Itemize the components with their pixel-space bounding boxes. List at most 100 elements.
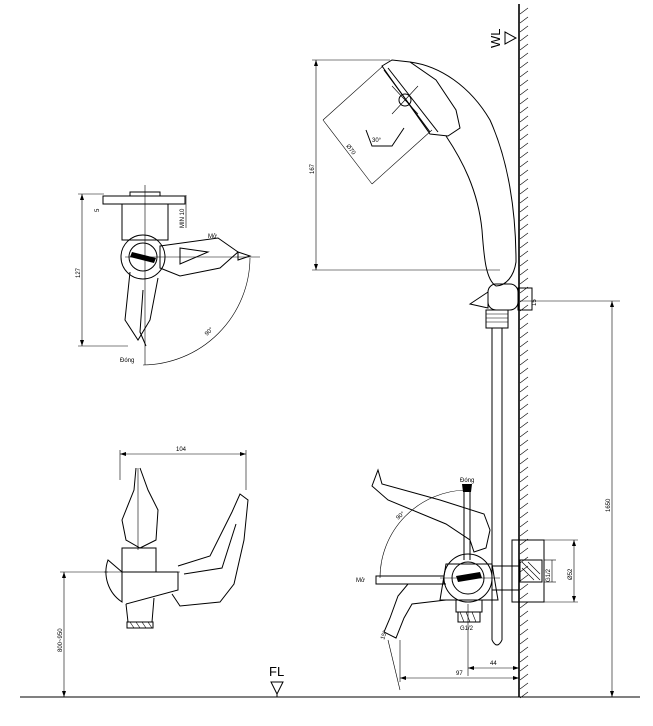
wall-hatch-line <box>519 439 529 447</box>
inlet-thread-label: G1/2 <box>546 568 552 582</box>
wall-hatch-line <box>519 277 529 285</box>
wall-hatch-line <box>519 241 529 249</box>
wall-hatch-line <box>519 214 529 222</box>
wall-hatch-line <box>519 367 529 375</box>
wall-hatch-line <box>519 412 529 420</box>
wall-hatch-line <box>519 529 529 537</box>
wall-hatch-line <box>519 376 529 384</box>
hand-shower-length-label: 167 <box>310 163 316 174</box>
wall-hatch-line <box>519 70 529 78</box>
wall-hatch-line <box>519 511 529 519</box>
wall-hatch-line <box>519 592 529 600</box>
holder-size-label: 15 <box>532 299 538 306</box>
wall-level-label: WL <box>488 29 503 49</box>
wall-hatch-line <box>519 448 529 456</box>
wall-hatch-line <box>519 268 529 276</box>
mount-height-dimension: 1650 <box>520 300 620 697</box>
front-view-closed-label: Đóng <box>460 478 474 484</box>
wall-offset-44-label: 44 <box>490 661 497 667</box>
wall-hatch-line <box>519 664 529 672</box>
wall-hatch-line <box>519 169 529 177</box>
wall-hatch-line <box>519 16 529 24</box>
flange-diameter-label: Ø52 <box>568 568 574 580</box>
wall-hatch-line <box>519 646 529 654</box>
wall-hatch-line <box>519 403 529 411</box>
floor-level-marker: FL <box>269 664 284 697</box>
wall-hatch-line <box>519 61 529 69</box>
wall-hatch-line <box>519 124 529 132</box>
wall-hatch-line <box>519 673 529 681</box>
wall-hatch-line <box>519 610 529 618</box>
wall-hatch-line <box>519 637 529 645</box>
wall-offset-97-label: 97 <box>456 671 463 677</box>
floor-level-label: FL <box>269 664 284 679</box>
wall-hatch-line <box>519 88 529 96</box>
top-view-open-label: Mở <box>208 233 217 240</box>
wall-hatch-line <box>519 322 529 330</box>
wall-hatch-line <box>519 43 529 51</box>
wall-hatch-line <box>519 601 529 609</box>
wall-hatch-line <box>519 187 529 195</box>
wall-hatch-line <box>519 259 529 267</box>
wall-hatch-line <box>519 97 529 105</box>
wall-hatch-line <box>519 385 529 393</box>
hand-shower-angle-label: 30° <box>372 138 382 144</box>
wall-hatch <box>519 7 529 699</box>
top-view-height-label: 127 <box>76 267 82 278</box>
wall-hatch-line <box>519 484 529 492</box>
wall-hatch-line <box>519 232 529 240</box>
spout-angle-label: 15° <box>380 630 389 641</box>
top-view-angle-label: 90° <box>204 326 215 337</box>
wall-hatch-line <box>519 520 529 528</box>
wall-hatch-line <box>519 7 529 15</box>
wall-hatch-line <box>519 457 529 465</box>
wall-hatch-line <box>519 421 529 429</box>
front-view-angle-label: 90° <box>395 511 406 522</box>
mount-height-label: 1650 <box>606 498 612 512</box>
wall-hatch-line <box>519 430 529 438</box>
wall-hatch-line <box>519 502 529 510</box>
wall-hatch-line <box>519 142 529 150</box>
wall-hatch-line <box>519 196 529 204</box>
wall-hatch-line <box>519 250 529 258</box>
wall-hatch-line <box>519 349 529 357</box>
top-view-closed-label: Đóng <box>120 358 134 364</box>
wall-hatch-line <box>519 358 529 366</box>
wall-hatch-line <box>519 223 529 231</box>
wall-hatch-line <box>519 619 529 627</box>
inlet-thread-lower-label: G1/2 <box>460 626 474 632</box>
wall-hatch-line <box>519 151 529 159</box>
top-view-min-label: MIN 10 <box>180 208 186 228</box>
wall-hatch-line <box>519 475 529 483</box>
front-view: Đóng 90° Mở 15° G1/2 <box>356 468 578 691</box>
wall <box>518 4 529 699</box>
wall-hatch-line <box>519 493 529 501</box>
wall-hatch-line <box>519 34 529 42</box>
wall-hatch-line <box>519 133 529 141</box>
front-view-open-label: Mở <box>356 577 365 584</box>
wall-hatch-line <box>519 205 529 213</box>
wall-hatch-line <box>519 313 529 321</box>
wall-hatch-line <box>519 547 529 555</box>
top-view-thickness-label: 5 <box>95 208 101 212</box>
wall-hatch-line <box>519 574 529 582</box>
wall-hatch-line <box>519 340 529 348</box>
wall-hatch-line <box>519 115 529 123</box>
top-view: 90° Mở Đóng 127 MIN 10 5 <box>76 185 260 366</box>
wall-hatch-line <box>519 331 529 339</box>
wall-level-marker: WL <box>488 29 518 49</box>
hand-shower: 167 Ø70 30° 15 <box>310 59 538 646</box>
wall-hatch-line <box>519 160 529 168</box>
wall-hatch-line <box>519 394 529 402</box>
wall-hatch-line <box>519 25 529 33</box>
wall-hatch-line <box>519 466 529 474</box>
wall-hatch-line <box>519 583 529 591</box>
wall-hatch-line <box>519 628 529 636</box>
wall-hatch-line <box>519 52 529 60</box>
side-view-width-label: 104 <box>176 447 187 453</box>
side-view-height-label: 800~950 <box>58 628 64 652</box>
side-view: 104 800~950 <box>58 447 249 697</box>
wall-hatch-line <box>519 178 529 186</box>
wall-hatch-line <box>519 655 529 663</box>
